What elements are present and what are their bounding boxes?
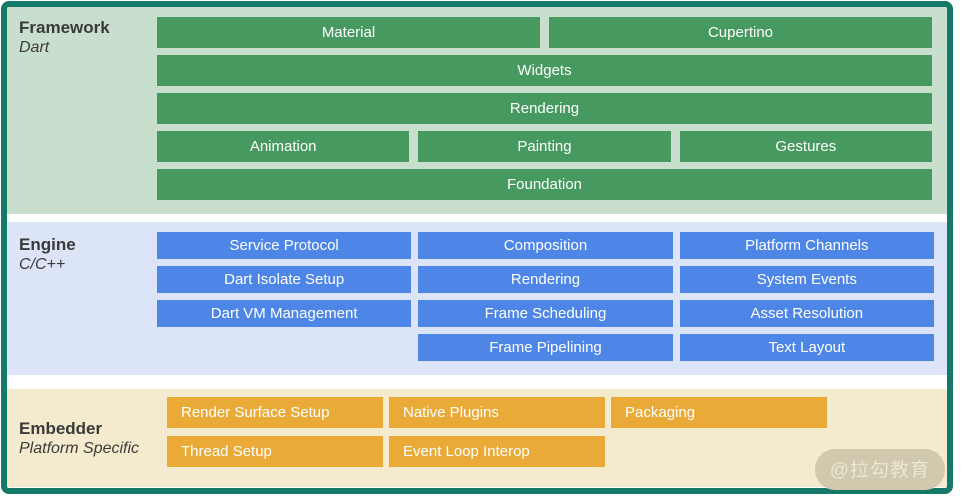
bar-native-plugins: Native Plugins [389, 397, 605, 428]
bar-event-loop-interop: Event Loop Interop [389, 436, 605, 467]
bar-frame-scheduling: Frame Scheduling [418, 300, 673, 327]
engine-label: Engine C/C++ [7, 222, 157, 375]
engine-column-2: Composition Rendering Frame Scheduling F… [418, 232, 673, 375]
bar-dart-isolate-setup: Dart Isolate Setup [157, 266, 412, 293]
framework-title: Framework [19, 18, 110, 37]
framework-label: Framework Dart [7, 7, 157, 214]
bar-thread-setup: Thread Setup [167, 436, 383, 467]
bar-dart-vm-management: Dart VM Management [157, 300, 412, 327]
bar-service-protocol: Service Protocol [157, 232, 412, 259]
section-engine: Engine C/C++ Service Protocol Dart Isola… [7, 222, 947, 375]
engine-title: Engine [19, 235, 76, 254]
bar-foundation: Foundation [157, 169, 932, 200]
bar-packaging: Packaging [611, 397, 827, 428]
bar-cupertino: Cupertino [549, 17, 932, 48]
bar-render-surface-setup: Render Surface Setup [167, 397, 383, 428]
bar-widgets: Widgets [157, 55, 932, 86]
framework-subtitle: Dart [19, 39, 50, 56]
bar-gestures: Gestures [679, 131, 932, 162]
embedder-label: Embedder Platform Specific [7, 389, 167, 487]
watermark: @拉勾教育 [814, 449, 945, 490]
bar-painting: Painting [418, 131, 671, 162]
embedder-title: Embedder [19, 418, 103, 438]
bar-material: Material [157, 17, 540, 48]
bar-text-layout: Text Layout [679, 334, 934, 361]
bar-rendering-engine: Rendering [418, 266, 673, 293]
engine-column-3: Platform Channels System Events Asset Re… [679, 232, 934, 375]
bar-system-events: System Events [679, 266, 934, 293]
bar-animation: Animation [157, 131, 410, 162]
embedder-subtitle: Platform Specific [19, 439, 140, 457]
diagram-frame: Framework Dart Material Cupertino Widget… [1, 1, 953, 494]
bar-frame-pipelining: Frame Pipelining [418, 334, 673, 361]
framework-bars: Material Cupertino Widgets Rendering Ani… [157, 7, 947, 214]
embedder-bars: Render Surface Setup Native Plugins Pack… [167, 389, 947, 487]
engine-subtitle: C/C++ [19, 256, 66, 273]
engine-column-1: Service Protocol Dart Isolate Setup Dart… [157, 232, 412, 375]
engine-bars: Service Protocol Dart Isolate Setup Dart… [157, 222, 947, 375]
bar-asset-resolution: Asset Resolution [679, 300, 934, 327]
bar-composition: Composition [418, 232, 673, 259]
bar-rendering-framework: Rendering [157, 93, 932, 124]
section-embedder: Embedder Platform Specific Render Surfac… [7, 389, 947, 487]
bar-platform-channels: Platform Channels [679, 232, 934, 259]
section-framework: Framework Dart Material Cupertino Widget… [7, 7, 947, 214]
